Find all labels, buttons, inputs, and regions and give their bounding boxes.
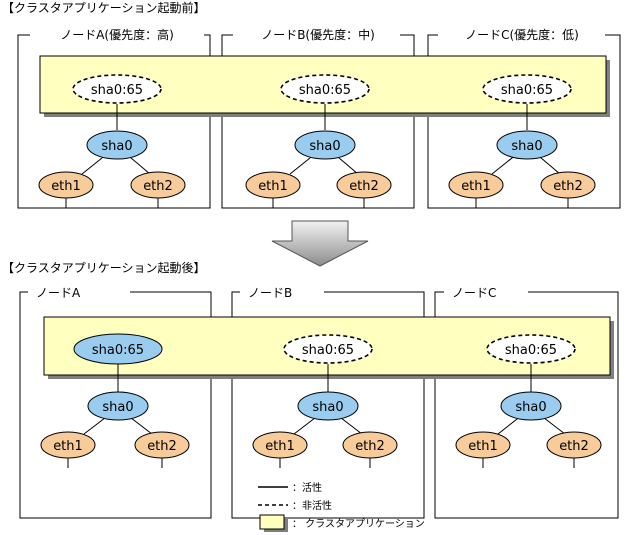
- ip-label-after-c: sha0:65: [505, 343, 557, 358]
- sha-ellipse-before-c: [496, 130, 558, 160]
- legend-inactive-label: ：非活性: [292, 499, 332, 512]
- ip-ellipse-after-c: [486, 334, 576, 364]
- eth1-label-before-b: eth1: [258, 179, 288, 194]
- node-frame-before-c: [427, 34, 621, 209]
- ip-ellipse-after-b: [283, 334, 373, 364]
- eth1-ellipse-before-c: [448, 171, 504, 199]
- eth2-label-after-c: eth2: [559, 439, 589, 454]
- ip-ellipse-after-a-active: [73, 333, 163, 365]
- eth1-label-after-b: eth1: [265, 439, 295, 454]
- eth2-ellipse-after-b: [342, 431, 398, 459]
- node-frame-after-a: [19, 291, 212, 519]
- sha-ellipse-after-b: [297, 391, 359, 421]
- eth2-ellipse-after-c: [546, 431, 602, 459]
- ip-ellipse-before-a: [72, 74, 162, 104]
- node-frame-after-b: [231, 291, 425, 519]
- node-label-after-b: ノードB: [248, 286, 292, 300]
- eth1-label-before-c: eth1: [461, 179, 491, 194]
- sha-label-before-c: sha0: [511, 139, 542, 154]
- eth1-label-after-c: eth1: [468, 439, 498, 454]
- eth1-ellipse-after-a: [40, 431, 96, 459]
- eth2-ellipse-before-b: [336, 171, 392, 199]
- ip-ellipse-before-c: [482, 74, 572, 104]
- ip-label-before-c: sha0:65: [501, 83, 553, 98]
- eth1-label-before-a: eth1: [51, 179, 81, 194]
- sha-label-after-b: sha0: [312, 400, 343, 415]
- eth2-ellipse-after-a: [134, 431, 190, 459]
- eth1-ellipse-before-b: [245, 171, 301, 199]
- before-title: 【クラスタアプリケーション起動前】: [2, 0, 206, 15]
- ip-ellipse-before-b: [280, 74, 370, 104]
- eth2-ellipse-before-c: [540, 171, 596, 199]
- sha-label-before-a: sha0: [101, 139, 132, 154]
- transition-arrow-icon: [271, 220, 369, 267]
- eth2-label-before-c: eth2: [553, 179, 583, 194]
- node-label-after-a: ノードA: [36, 286, 81, 300]
- ip-label-before-b: sha0:65: [299, 83, 351, 98]
- sha-ellipse-before-b: [294, 130, 356, 160]
- eth2-label-after-a: eth2: [147, 439, 177, 454]
- eth2-label-before-b: eth2: [349, 179, 379, 194]
- ip-label-after-b: sha0:65: [302, 343, 354, 358]
- legend-app-label: ： クラスタアプリケーション: [292, 518, 425, 530]
- node-label-before-b: ノードB(優先度：中): [261, 27, 375, 42]
- eth2-label-after-b: eth2: [355, 439, 385, 454]
- sha-ellipse-before-a: [86, 130, 148, 160]
- node-frame-after-c: [434, 291, 619, 519]
- ip-label-before-a: sha0:65: [91, 83, 143, 98]
- eth2-ellipse-before-a: [130, 171, 186, 199]
- eth1-ellipse-before-a: [38, 171, 94, 199]
- eth1-ellipse-after-b: [252, 431, 308, 459]
- legend-app-swatch: [259, 514, 285, 530]
- ip-label-after-a: sha0:65: [92, 343, 144, 358]
- sha-label-before-b: sha0: [309, 139, 340, 154]
- sha-ellipse-after-c: [500, 391, 562, 421]
- node-label-before-a: ノードA(優先度：高): [60, 27, 174, 42]
- legend-active-label: ：活性: [292, 481, 322, 494]
- sha-ellipse-after-a: [87, 391, 149, 421]
- eth2-label-before-a: eth2: [143, 179, 173, 194]
- after-title: 【クラスタアプリケーション起動後】: [2, 261, 206, 275]
- node-label-after-c: ノードC: [452, 286, 496, 300]
- sha-label-after-c: sha0: [515, 400, 546, 415]
- node-frame-before-a: [17, 34, 211, 209]
- legend: ：活性 ：非活性 ： クラスタアプリケーション: [258, 481, 425, 532]
- eth1-label-after-a: eth1: [53, 439, 83, 454]
- eth1-ellipse-after-c: [455, 431, 511, 459]
- sha-label-after-a: sha0: [102, 400, 133, 415]
- node-frame-before-b: [221, 34, 415, 209]
- node-label-before-c: ノードC(優先度：低): [465, 27, 579, 42]
